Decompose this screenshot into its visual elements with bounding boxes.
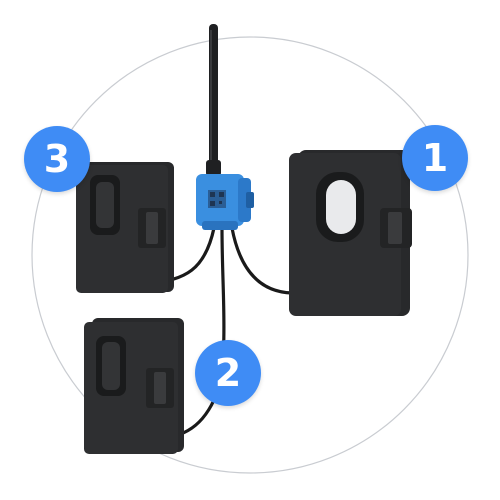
clamp-2: [84, 318, 184, 454]
clamp-1: [289, 150, 412, 316]
badge-3: 3: [24, 126, 90, 192]
badge-1: 1: [402, 125, 468, 191]
antenna-icon: [206, 24, 221, 178]
clamp-3: [76, 162, 174, 293]
qr-code-icon: [208, 190, 226, 208]
badge-2: 2: [195, 340, 261, 406]
hub-device: [196, 174, 254, 230]
cable-to-clamp-1: [230, 226, 294, 295]
background-ring: [31, 36, 469, 474]
